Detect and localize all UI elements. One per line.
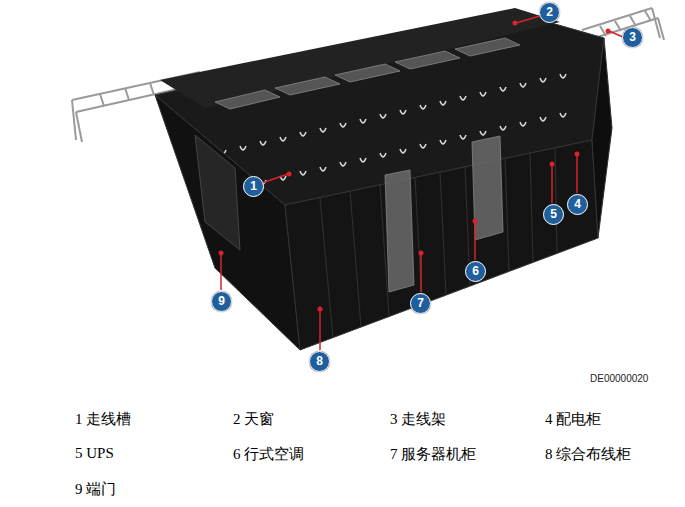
legend-item: 9 端门 — [75, 480, 116, 499]
legend-item: 8 综合布线柜 — [545, 445, 631, 464]
legend-item: 6 行式空调 — [233, 445, 304, 464]
legend-item: 4 配电柜 — [545, 410, 601, 429]
legend-item: 7 服务器机柜 — [390, 445, 476, 464]
callout-number: 4 — [567, 194, 588, 215]
legend-item: 1 走线槽 — [75, 410, 131, 429]
legend-item: 3 走线架 — [390, 410, 446, 429]
figure-code: DE00000020 — [590, 373, 648, 384]
legend-item: 2 天窗 — [233, 410, 274, 429]
callout-number: 8 — [309, 351, 330, 372]
callout-number: 9 — [211, 291, 232, 312]
callout-number: 3 — [622, 27, 643, 48]
callout-number: 6 — [465, 261, 486, 282]
callout-number: 7 — [410, 293, 431, 314]
legend-item: 5 UPS — [75, 445, 114, 462]
callout-number: 5 — [543, 204, 564, 225]
callout-number: 2 — [539, 2, 560, 23]
callout-number: 1 — [243, 176, 264, 197]
